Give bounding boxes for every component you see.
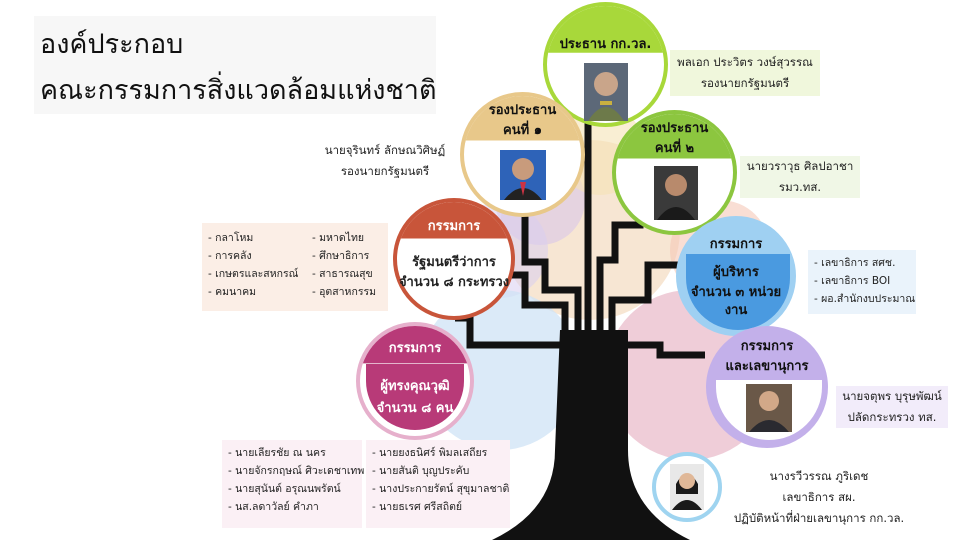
title-line-1: องค์ประกอบ bbox=[40, 29, 184, 60]
chair-position: รองนายกรัฐมนตรี bbox=[700, 76, 790, 90]
assistant-caption: นางรวีวรรณ ภูริเดช เลขาธิการ สผ. ปฏิบัติ… bbox=[724, 466, 914, 529]
vice2-caption: นายวราวุธ ศิลปอาชา รมว.ทส. bbox=[740, 156, 860, 198]
experts-circle-lower bbox=[366, 364, 464, 430]
tree-trunk bbox=[492, 330, 690, 540]
title-line-2: คณะกรรมการสิ่งแวดล้อมแห่งชาติ bbox=[40, 75, 437, 106]
experts-item: - นายจักรกฤษณ์ ศิวะเดชาเทพ bbox=[228, 465, 365, 477]
person-icon bbox=[746, 384, 792, 432]
secretary-circle: กรรมการ และเลขานุการ bbox=[706, 326, 828, 448]
vice1-circle: รองประธาน คนที่ ๑ bbox=[460, 92, 585, 217]
vice2-name: นายวราวุธ ศิลปอาชา bbox=[746, 159, 854, 173]
assistant-circle bbox=[652, 452, 722, 522]
executives-item: - ผอ.สำนักงบประมาณ bbox=[814, 293, 916, 305]
ministers-line1: รัฐมนตรีว่าการ bbox=[412, 255, 496, 270]
branch-executives bbox=[608, 261, 680, 335]
experts-item: - นางประกายรัตน์ สุขุมาลชาติ bbox=[372, 483, 510, 495]
experts-list-left: - นายเลียรชัย ณ นคร - นายจักรกฤษณ์ ศิวะเ… bbox=[222, 440, 365, 528]
vice2-photo bbox=[654, 166, 698, 220]
vice1-label-line2: คนที่ ๑ bbox=[503, 123, 542, 138]
assistant-role: ปฏิบัติหน้าที่ฝ่ายเลขานุการ กก.วล. bbox=[733, 511, 905, 525]
vice1-position: รองนายกรัฐมนตรี bbox=[340, 164, 430, 178]
secretary-photo bbox=[746, 384, 792, 432]
vice2-position: รมว.ทส. bbox=[778, 180, 822, 194]
ministers-item: - ศึกษาธิการ bbox=[312, 250, 370, 262]
executives-header: กรรมการ bbox=[709, 237, 763, 252]
ministers-item: - มหาดไทย bbox=[312, 232, 365, 244]
executives-line2: จำนวน ๓ หน่วยงาน bbox=[690, 285, 782, 318]
vice1-photo bbox=[500, 150, 546, 200]
secretary-position: ปลัดกระทรวง ทส. bbox=[847, 410, 937, 424]
experts-circle: กรรมการ ผู้ทรงคุณวุฒิ จำนวน ๘ คน bbox=[356, 322, 474, 440]
experts-header: กรรมการ bbox=[388, 341, 442, 356]
ministers-line2: จำนวน ๘ กระทรวง bbox=[398, 275, 510, 290]
chair-photo bbox=[584, 63, 628, 121]
experts-item: - นายสุนันต์ อรุณนพรัตน์ bbox=[228, 483, 341, 495]
assistant-photo bbox=[670, 464, 704, 510]
secretary-name: นายจตุพร บุรุษพัฒน์ bbox=[842, 389, 942, 403]
branch-vice1 bbox=[521, 195, 582, 335]
vice2-label-line1: รองประธาน bbox=[640, 121, 709, 136]
assistant-position: เลขาธิการ สผ. bbox=[782, 490, 856, 504]
person-icon bbox=[670, 464, 704, 510]
ministers-header: กรรมการ bbox=[427, 219, 481, 234]
executives-line1: ผู้บริหาร bbox=[713, 265, 759, 280]
secretary-header-line1: กรรมการ bbox=[740, 339, 794, 354]
ministers-item: - อุตสาหกรรม bbox=[312, 286, 377, 298]
experts-line2: จำนวน ๘ คน bbox=[376, 401, 454, 416]
chair-label: ประธาน กก.วล. bbox=[559, 37, 652, 52]
executives-item: - เลขาธิการ สศช. bbox=[814, 257, 896, 269]
branch-secretary bbox=[628, 341, 705, 359]
ministers-item: - การคลัง bbox=[208, 250, 252, 262]
person-icon bbox=[584, 63, 628, 121]
ministers-list: - กลาโหม - การคลัง - เกษตรและสหกรณ์ - คม… bbox=[202, 223, 388, 311]
experts-line1: ผู้ทรงคุณวุฒิ bbox=[380, 379, 450, 394]
vice1-label-line1: รองประธาน bbox=[488, 103, 557, 118]
experts-item: - นายสันติ บุญประคับ bbox=[372, 465, 470, 477]
executives-list: - เลขาธิการ สศช. - เลขาธิการ BOI - ผอ.สำ… bbox=[808, 250, 916, 314]
vice2-circle: รองประธาน คนที่ ๒ bbox=[612, 110, 737, 235]
ministers-item: - สาธารณสุข bbox=[312, 268, 373, 280]
ministers-item: - กลาโหม bbox=[208, 232, 254, 244]
person-icon bbox=[654, 166, 698, 220]
experts-list-right: - นายยงธนิศร์ พิมลเสถียร - นายสันติ บุญป… bbox=[366, 440, 510, 528]
secretary-caption: นายจตุพร บุรุษพัฒน์ ปลัดกระทรวง ทส. bbox=[836, 386, 948, 428]
vice2-label-line2: คนที่ ๒ bbox=[654, 141, 695, 156]
executives-item: - เลขาธิการ BOI bbox=[814, 275, 891, 287]
vice1-caption: นายจุรินทร์ ลักษณวิศิษฏ์ รองนายกรัฐมนตรี bbox=[322, 140, 448, 182]
ministers-item: - คมนาคม bbox=[208, 286, 257, 298]
person-icon bbox=[500, 150, 546, 200]
experts-item: - นายเลียรชัย ณ นคร bbox=[228, 447, 326, 459]
ministers-circle: กรรมการ รัฐมนตรีว่าการ จำนวน ๘ กระทรวง bbox=[393, 198, 515, 320]
executives-circle: กรรมการ ผู้บริหาร จำนวน ๓ หน่วยงาน bbox=[676, 216, 796, 336]
chair-caption: พลเอก ประวิตร วงษ์สุวรรณ รองนายกรัฐมนตรี bbox=[670, 50, 820, 96]
vice1-name: นายจุรินทร์ ลักษณวิศิษฏ์ bbox=[324, 143, 446, 157]
assistant-name: นางรวีวรรณ ภูริเดช bbox=[769, 469, 869, 483]
chair-name: พลเอก ประวิตร วงษ์สุวรรณ bbox=[677, 55, 813, 69]
secretary-header-line2: และเลขานุการ bbox=[725, 359, 809, 374]
title-box: องค์ประกอบ คณะกรรมการสิ่งแวดล้อมแห่งชาติ bbox=[34, 16, 437, 114]
ministers-item: - เกษตรและสหกรณ์ bbox=[208, 268, 299, 280]
experts-item: - นายยงธนิศร์ พิมลเสถียร bbox=[372, 447, 488, 459]
chair-circle: ประธาน กก.วล. bbox=[543, 2, 668, 127]
experts-item: - นส.ลดาวัลย์ คำภา bbox=[228, 501, 319, 513]
experts-item: - นายธเรศ ศรีสถิตย์ bbox=[372, 501, 463, 513]
